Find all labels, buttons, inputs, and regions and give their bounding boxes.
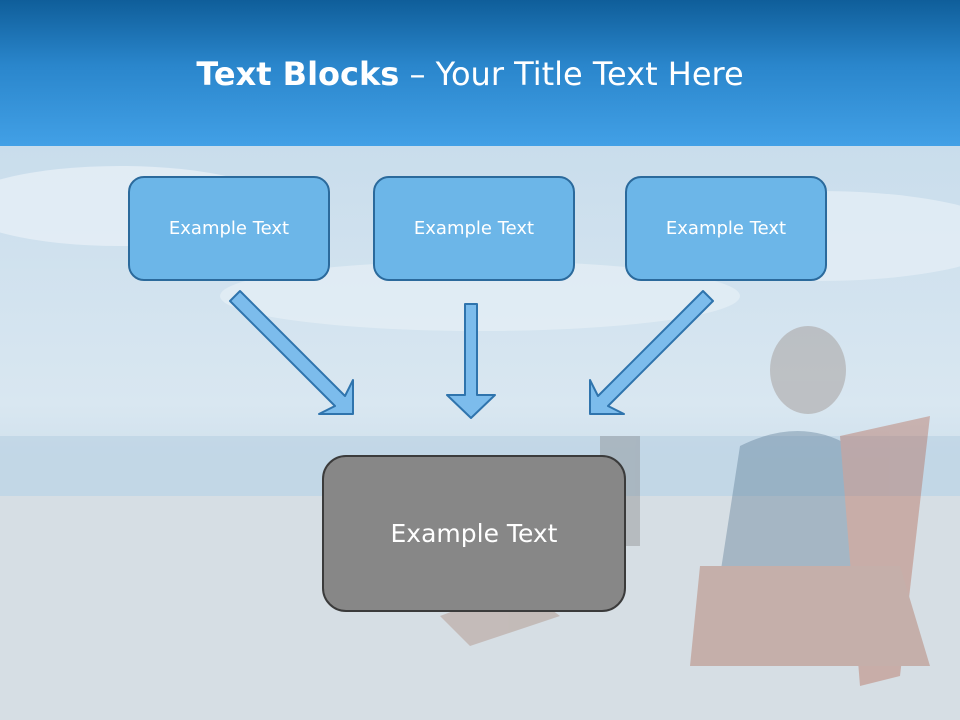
text-block-2[interactable]: Example Text bbox=[373, 176, 575, 281]
arrow-down bbox=[446, 303, 496, 419]
text-block-3[interactable]: Example Text bbox=[625, 176, 827, 281]
slide-title: Text Blocks – Your Title Text Here bbox=[0, 54, 950, 94]
slide-title-rest: – Your Title Text Here bbox=[399, 55, 744, 93]
arrow-left-diagonal bbox=[229, 290, 354, 415]
arrow-right-diagonal bbox=[589, 290, 714, 415]
slide-title-bold: Text Blocks bbox=[196, 55, 400, 93]
target-text-block[interactable]: Example Text bbox=[322, 455, 626, 612]
text-block-1[interactable]: Example Text bbox=[128, 176, 330, 281]
title-bar: Text Blocks – Your Title Text Here bbox=[0, 0, 960, 146]
